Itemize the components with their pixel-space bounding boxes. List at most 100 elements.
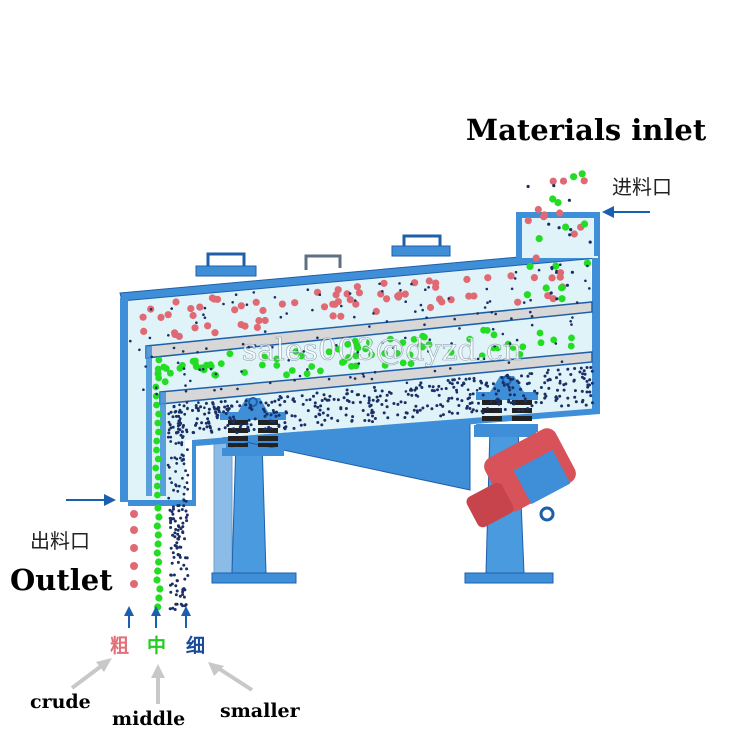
fine-particle [578,370,582,374]
middle-particle [387,335,394,343]
fine-particle [371,398,375,402]
fine-particle [512,400,516,404]
fine-particle [186,448,189,451]
fine-particle [371,410,375,414]
fine-particle [415,410,419,414]
fine-particle [283,400,287,403]
fine-particle [184,516,188,519]
fine-particle [489,400,493,404]
crude-particle [549,295,557,303]
fine-particle [184,389,188,393]
fine-particle [406,392,410,396]
outlet-english-label: Outlet [10,563,113,597]
fine-particle [129,339,132,343]
crude-particle [346,296,354,304]
fine-particle [490,311,494,314]
fine-particle [170,307,173,310]
fine-particle [171,551,175,555]
fine-particle [178,403,181,407]
fine-particle [277,398,281,402]
fine-particle [263,414,267,418]
fine-particle [431,385,435,389]
fine-particle [226,424,230,427]
fine-particle [306,409,310,413]
fine-particle [176,504,180,508]
fine-particle [404,336,407,340]
fine-particle [500,376,504,379]
fine-particle [241,342,245,346]
fine-particle [268,381,272,385]
fine-particle [543,374,547,378]
fine-particle [168,508,172,512]
grade-middle-chinese: 中 [147,634,166,657]
fine-particle [313,401,317,405]
fine-particle [584,403,588,407]
fine-particle [186,487,190,491]
middle-particle [154,365,162,373]
fine-particle [591,401,594,405]
fine-particle [171,505,175,509]
fine-particle [367,396,371,400]
outlet-chinese-label: 出料口 [30,529,90,553]
fine-particle [373,370,377,374]
fine-particle [205,347,208,350]
fine-particle [572,379,576,383]
fine-particle [168,607,172,611]
fine-particle [557,226,561,230]
fine-particle [529,298,532,302]
fine-particle [183,373,186,376]
fine-particle [247,428,250,432]
fine-particle [176,424,180,428]
middle-particle [154,419,162,427]
middle-particle [580,220,589,228]
fine-particle [174,528,178,531]
middle-particle [381,362,389,369]
fine-particle [326,407,330,411]
fine-particle [222,410,226,414]
middle-particle [154,455,162,463]
fine-particle [269,419,273,423]
crude-particle [556,273,564,281]
crude-particle [337,312,345,320]
fine-particle [450,382,454,386]
middle-pointer-arrow [151,664,165,704]
fine-particle [176,361,180,365]
fine-particle [521,408,525,412]
fine-particle [317,412,321,416]
fine-particle [169,426,173,430]
crude-particle [255,317,263,325]
fine-particle [447,397,451,400]
fine-particle [493,344,497,348]
fine-particle [228,416,232,420]
middle-particle [273,355,281,363]
fine-particle [428,338,432,342]
fine-particle [590,369,594,373]
middle-particle [273,362,281,369]
middle-particle [161,378,169,386]
fine-particle [232,420,235,424]
fine-particle [370,377,374,381]
crude-pointer-arrow [70,658,112,690]
middle-particle [526,262,534,270]
fine-particle [588,390,592,394]
fine-particle [172,346,176,350]
fine-particle [543,396,547,400]
fine-particle [138,348,141,352]
fine-particle [175,589,179,593]
crude-particle [252,298,260,306]
fine-particle [556,368,560,372]
fine-particle [172,517,176,521]
fine-particle [404,411,408,415]
crude-particle [426,303,435,312]
fine-particle [580,375,584,379]
fine-particle [264,401,268,405]
fine-particle [180,430,184,434]
fine-particle [547,222,551,226]
crude-particle [438,298,446,306]
fine-particle [471,392,475,396]
fine-particle [175,462,179,465]
middle-particle [154,567,162,575]
middle-particle [407,360,415,367]
fine-particle [167,496,171,500]
fine-particle [481,411,485,415]
